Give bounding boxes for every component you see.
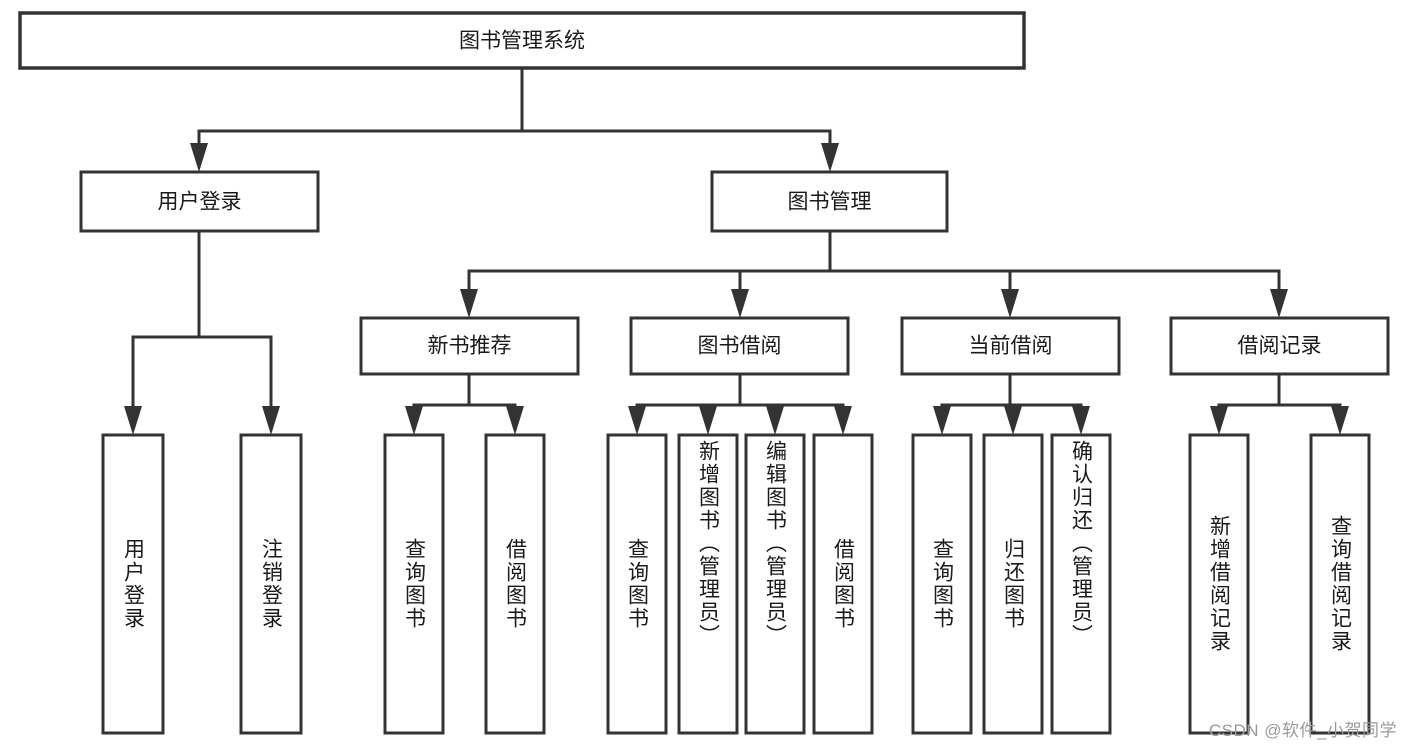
csdn-watermark: CSDN @软件_小贺同学 [1208, 721, 1397, 740]
node-user-login[interactable]: 用户登录 [79, 170, 320, 233]
arrow-head-leaf-borrow-book-new [506, 406, 524, 435]
connector-group-book-borrow-to-leaves [628, 372, 852, 435]
node-book-borrow[interactable]: 图书借阅 [629, 316, 850, 376]
arrow-head-new-book-recommend [460, 289, 478, 318]
node-borrow-record-box[interactable] [1169, 316, 1390, 376]
node-current-borrow-label: 当前借阅 [969, 335, 1053, 358]
arrow-head-leaf-borrow-book [834, 406, 852, 435]
leaf-borrow-book-new-box[interactable] [484, 433, 546, 735]
node-new-book-recommend[interactable]: 新书推荐 [359, 316, 580, 376]
connector-group-borrow-record-to-leaves [1210, 372, 1349, 435]
node-root[interactable]: 图书管理系统 [18, 11, 1026, 70]
arrow-head-leaf-add-borrow-record [1210, 406, 1228, 435]
node-book-manage[interactable]: 图书管理 [710, 170, 949, 233]
node-book-borrow-box[interactable] [629, 316, 850, 376]
node-book-manage-label: 图书管理 [788, 191, 872, 214]
leaf-query-book-borrow-box[interactable] [606, 433, 668, 735]
leaf-logout-box[interactable] [239, 433, 303, 735]
node-borrow-record[interactable]: 借阅记录 [1169, 316, 1390, 376]
leaf-borrow-book-box[interactable] [812, 433, 874, 735]
leaf-add-borrow-record-box[interactable] [1188, 433, 1250, 735]
arrow-head-leaf-edit-book-admin [766, 406, 784, 435]
leaf-edit-book-admin-box[interactable] [744, 433, 806, 735]
arrow-head-borrow-record [1270, 289, 1288, 318]
arrow-head-leaf-add-book-admin [699, 406, 717, 435]
arrow-head-leaf-query-book-current [933, 406, 951, 435]
node-user-login-box[interactable] [79, 170, 320, 233]
arrow-head-leaf-logout [262, 406, 280, 435]
arrow-head-current-borrow [1001, 289, 1019, 318]
node-root-label: 图书管理系统 [459, 30, 585, 53]
leaf-return-book-box[interactable] [982, 433, 1044, 735]
leaf-boxes-group [101, 433, 1371, 735]
arrow-head-leaf-user-login [124, 406, 142, 435]
node-book-borrow-label: 图书借阅 [698, 335, 782, 358]
arrow-head-leaf-confirm-return-admin [1072, 406, 1090, 435]
node-new-book-recommend-box[interactable] [359, 316, 580, 376]
leaf-query-book-current-box[interactable] [911, 433, 973, 735]
leaf-confirm-return-admin-box[interactable] [1050, 433, 1112, 735]
connector-group-new-book-recommend-to-leaves [405, 372, 524, 435]
node-book-manage-box[interactable] [710, 170, 949, 233]
arrow-head-leaf-query-book-new [405, 406, 423, 435]
node-user-login-label: 用户登录 [158, 191, 242, 214]
arrow-head-leaf-query-borrow-record [1331, 406, 1349, 435]
arrow-head-book-borrow [731, 289, 749, 318]
connector-group-root-to-level1 [190, 66, 839, 172]
arrow-head-leaf-return-book [1004, 406, 1022, 435]
node-current-borrow[interactable]: 当前借阅 [900, 316, 1121, 376]
node-new-book-recommend-label: 新书推荐 [428, 335, 512, 358]
node-root-box[interactable] [18, 11, 1026, 70]
leaf-user-login-box[interactable] [101, 433, 165, 735]
leaf-query-book-new-box[interactable] [383, 433, 445, 735]
connector-group-book-manage-to-level2 [460, 229, 1288, 318]
node-borrow-record-label: 借阅记录 [1238, 335, 1322, 358]
leaf-add-book-admin-box[interactable] [677, 433, 739, 735]
arrow-head-book-manage [821, 143, 839, 172]
arrow-head-user-login [190, 143, 208, 172]
connector-group-user-login-to-leaves [124, 229, 280, 435]
leaf-query-borrow-record-box[interactable] [1309, 433, 1371, 735]
connector-group-current-borrow-to-leaves [933, 372, 1090, 435]
node-current-borrow-box[interactable] [900, 316, 1121, 376]
arrow-head-leaf-query-book-borrow [628, 406, 646, 435]
